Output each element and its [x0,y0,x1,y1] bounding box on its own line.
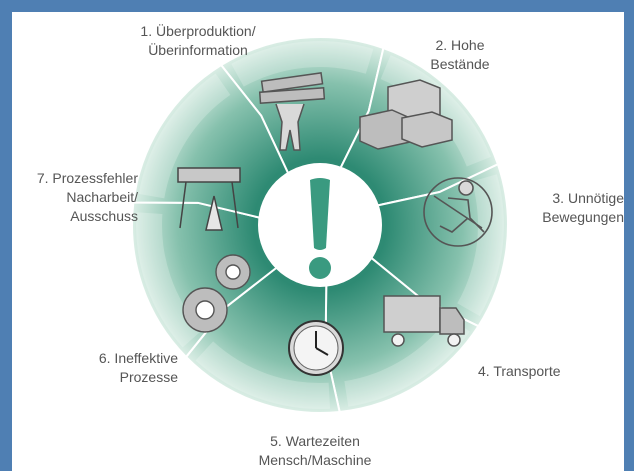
label-wartezeiten: 5. Wartezeiten Mensch/Maschine [240,432,390,470]
barrier-cone-icon [177,167,241,231]
label-line: Mensch/Maschine [258,452,372,468]
label-line: Ausschuss [70,208,138,224]
exclamation-icon [309,178,331,279]
person-lifting-boxes-icon [258,72,326,151]
label-line: Nacharbeit/ [66,189,138,205]
truck-icon [383,295,465,347]
segment-highlight [195,341,331,409]
clock-icon [288,320,344,376]
label-line: 1. Überproduktion/ [140,23,256,39]
segment-highlight [231,40,374,87]
label-ineffektive-prozesse: 6. Ineffektive Prozesse [68,349,178,387]
label-hohe-bestaende: 2. Hohe Bestände [420,36,500,74]
label-line: 2. Hohe [435,37,485,53]
stacked-boxes-icon [359,79,453,150]
gears-icon [182,254,251,333]
label-line: Überinformation [148,42,248,58]
label-line: 4. Transporte [478,363,561,379]
label-line: 6. Ineffektive [98,350,178,366]
label-line: Bewegungen [542,209,624,225]
label-line: 7. Prozessfehler [36,170,138,186]
label-ueberproduktion: 1. Überproduktion/ Überinformation [118,22,278,60]
segment-highlight [344,316,470,407]
label-line: Bestände [430,56,490,72]
label-transporte: 4. Transporte [478,362,588,381]
no-running-icon [423,177,493,247]
label-prozessfehler: 7. Prozessfehler Nacharbeit/ Ausschuss [20,169,138,226]
label-line: 3. Unnötige [552,190,624,206]
segment-highlight [138,73,231,199]
label-line: 5. Wartezeiten [270,433,360,449]
label-line: Prozesse [119,369,178,385]
label-unnoetige-bewegungen: 3. Unnötige Bewegungen [514,189,624,227]
